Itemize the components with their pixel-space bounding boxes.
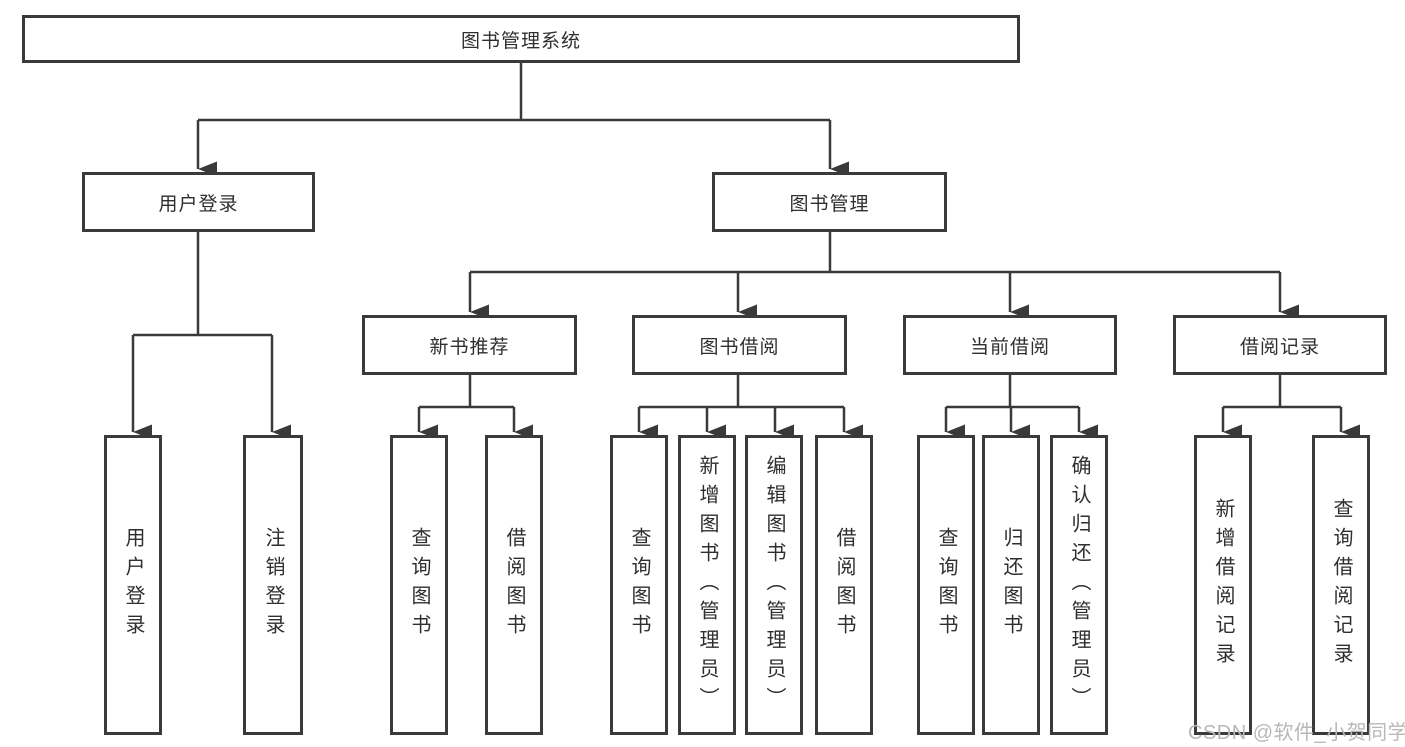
leaf-query-books-current: 查询图书 [917, 435, 975, 735]
leaf-query-books-borrowing: 查询图书 [610, 435, 668, 735]
leaf-add-books-admin: 新增图书（管理员） [678, 435, 736, 735]
leaf-logout: 注销登录 [243, 435, 303, 735]
leaf-user-login: 用户登录 [104, 435, 162, 735]
node-book-borrowing: 图书借阅 [632, 315, 847, 375]
leaf-add-borrow-record: 新增借阅记录 [1194, 435, 1252, 735]
csdn-watermark: CSDN @软件_小贺同学 [1188, 722, 1405, 744]
leaf-edit-books-admin: 编辑图书（管理员） [745, 435, 803, 735]
node-current-borrowing: 当前借阅 [903, 315, 1117, 375]
leaf-query-books-recommend: 查询图书 [390, 435, 448, 735]
leaf-return-books: 归还图书 [982, 435, 1040, 735]
node-root-system: 图书管理系统 [22, 15, 1020, 63]
node-borrowing-records: 借阅记录 [1173, 315, 1387, 375]
node-new-book-recommendation: 新书推荐 [362, 315, 577, 375]
leaf-query-borrow-record: 查询借阅记录 [1312, 435, 1370, 735]
leaf-borrow-books: 借阅图书 [815, 435, 873, 735]
leaf-confirm-return-admin: 确认归还（管理员） [1050, 435, 1108, 735]
leaf-borrow-books-recommend: 借阅图书 [485, 435, 543, 735]
node-user-login-module: 用户登录 [82, 172, 315, 232]
node-book-management-module: 图书管理 [712, 172, 947, 232]
